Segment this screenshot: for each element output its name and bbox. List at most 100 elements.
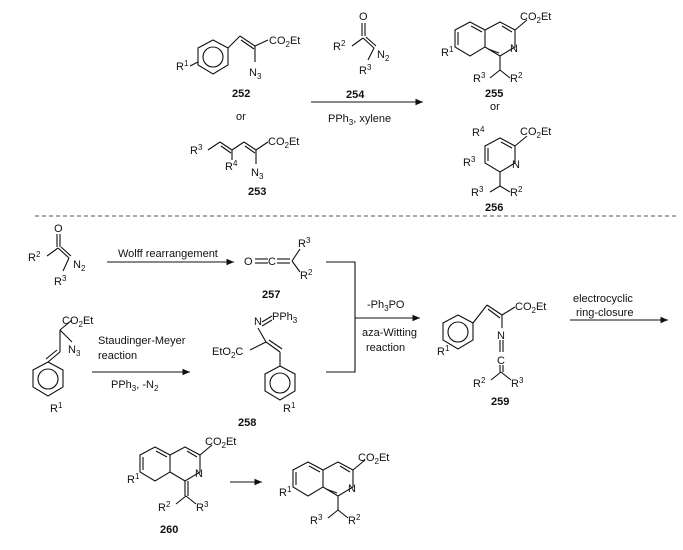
compound-256: R4 R3 CO2Et N R3 R2 256 (463, 125, 551, 214)
nitrogen-label: N (510, 43, 518, 55)
compound-number: 260 (160, 524, 178, 536)
ester-label: CO2Et (269, 35, 300, 49)
vinyl-azide: CO2Et N3 R1 (32, 315, 93, 415)
iminophosphorane-258: N PPh3 EtO2C R1 258 (212, 311, 298, 429)
r3-label: R3 (359, 63, 372, 77)
r1-label: R1 (50, 401, 63, 415)
benzo-ring (292, 461, 324, 497)
r1-label: R1 (441, 45, 454, 59)
n3-label: N3 (68, 344, 81, 358)
compound-number: 254 (346, 89, 365, 101)
ester-label: CO2Et (520, 11, 551, 25)
r2-label: R2 (510, 185, 523, 199)
aromatic-circle (202, 46, 224, 68)
reaction-condition: PPh3, xylene (328, 113, 391, 127)
wolff-label: Wolff rearrangement (118, 248, 218, 260)
r3-label: R3 (298, 236, 311, 250)
pph3-label: PPh3 (272, 311, 298, 325)
aza-wittig-reagent: -Ph3PO (367, 299, 405, 313)
compound-number: 256 (485, 202, 503, 214)
electrocyclic-label-2: ring-closure (576, 307, 633, 319)
dihydropyridine-ring (169, 446, 201, 482)
r1-label: R1 (279, 485, 292, 499)
ester-label: CO2Et (358, 452, 389, 466)
r2-label: R2 (473, 376, 486, 390)
r3-label: R3 (190, 143, 203, 157)
aromatic-circle (269, 372, 291, 394)
ketenimine-259: CO2Et N C R1 R2 R3 259 (437, 301, 546, 408)
final-isoquinoline: CO2Et N R1 R3 R2 (279, 452, 389, 527)
r3b-label: R3 (471, 185, 484, 199)
staudinger-reagent: PPh3, -N2 (111, 379, 159, 393)
ester-label: EtO2C (212, 346, 243, 360)
pyridine-ring (484, 21, 516, 57)
nitrogen-label: N (195, 468, 203, 480)
r3-label: R3 (310, 513, 323, 527)
ester-label: CO2Et (515, 301, 546, 315)
compound-number: 258 (238, 417, 256, 429)
aza-wittig-label-1: aza-Witting (362, 327, 417, 339)
diazo-ketone: O R2 N2 R3 (28, 223, 86, 288)
r4-label: R4 (472, 125, 485, 139)
intermediate-260: CO2Et N R1 R2 R3 260 (127, 436, 236, 536)
compound-253: R3 R4 CO2Et N3 253 (190, 136, 299, 198)
electrocyclic-label-1: electrocyclic (573, 293, 633, 305)
compound-252: R1 CO2Et N3 252 (176, 35, 300, 100)
compound-number: 253 (248, 186, 266, 198)
benzene-ring (32, 361, 64, 397)
pyridine-ring (322, 461, 354, 497)
compound-number: 259 (491, 396, 509, 408)
ketene-257: O C R3 R2 257 (244, 236, 313, 301)
aza-wittig-label-2: reaction (366, 342, 405, 354)
pyridine-ring (484, 137, 516, 173)
r3a-label: R3 (463, 155, 476, 169)
r3-label: R3 (196, 500, 209, 514)
aromatic-circle (447, 321, 469, 343)
staudinger-label-1: Staudinger-Meyer (98, 335, 186, 347)
oxygen-label: O (244, 256, 253, 268)
azide-label: N3 (249, 67, 262, 81)
benzene-ring (264, 365, 296, 401)
compound-255: CO2Et N R1 R3 R2 255 (441, 11, 551, 100)
r3-label: R3 (511, 376, 524, 390)
r3-label: R3 (473, 71, 486, 85)
oxygen-label: O (359, 11, 368, 23)
merge-bracket (326, 261, 356, 373)
r1-label: R1 (437, 344, 450, 358)
compound-254: O R2 N2 R3 254 (333, 11, 390, 101)
benzo-ring (139, 446, 171, 482)
nitrogen-label: N (497, 330, 505, 342)
r3-label: R3 (54, 274, 67, 288)
r2-label: R2 (348, 513, 361, 527)
oxygen-label: O (54, 223, 63, 235)
or-label: or (490, 101, 500, 113)
staudinger-label-2: reaction (98, 350, 137, 362)
ester-label: CO2Et (62, 315, 93, 329)
ester-label: CO2Et (268, 136, 299, 150)
r2-label: R2 (300, 268, 313, 282)
n2-label: N2 (73, 259, 86, 273)
carbon-label: C (268, 256, 276, 268)
compound-number: 252 (232, 88, 250, 100)
r1-label: R1 (283, 401, 296, 415)
r4-label: R4 (225, 159, 238, 173)
r1-label: R1 (127, 472, 140, 486)
azide-label: N3 (251, 167, 264, 181)
ester-label: CO2Et (520, 126, 551, 140)
r1-label: R1 (176, 59, 189, 73)
r2-label: R2 (28, 250, 41, 264)
or-label: or (236, 111, 246, 123)
aromatic-circle (37, 368, 59, 390)
ester-label: CO2Et (205, 436, 236, 450)
nitrogen-label: N (254, 316, 262, 328)
r2-label: R2 (158, 500, 171, 514)
n2-label: N2 (377, 49, 390, 63)
compound-number: 257 (262, 289, 280, 301)
r2-label: R2 (510, 71, 523, 85)
nitrogen-label: N (512, 159, 520, 171)
nitrogen-label: N (348, 483, 356, 495)
carbon-label: C (497, 355, 505, 367)
benzo-ring (454, 21, 486, 57)
r2-label: R2 (333, 39, 346, 53)
